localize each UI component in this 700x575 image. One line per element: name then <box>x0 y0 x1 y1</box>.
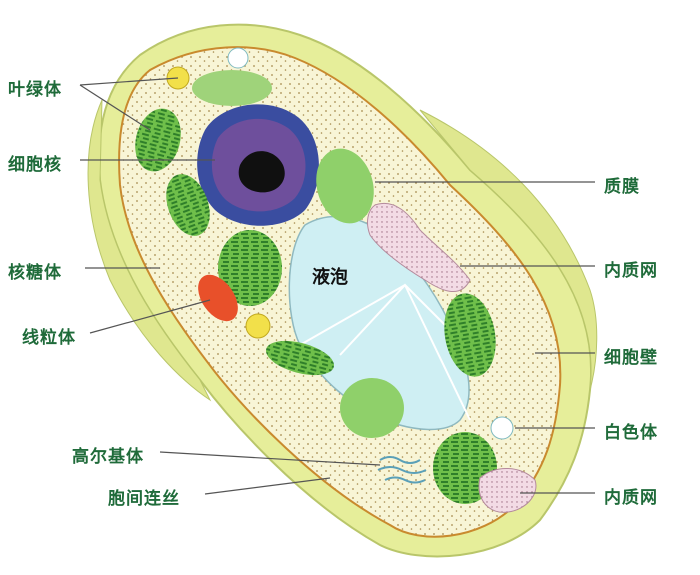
nucleolus <box>238 151 285 193</box>
label-er-upper: 内质网 <box>604 261 658 281</box>
chloroplast <box>265 340 335 376</box>
label-plasmodesmata: 胞间连丝 <box>108 489 180 509</box>
label-golgi: 高尔基体 <box>72 447 144 467</box>
label-vacuole: 液泡 <box>312 267 348 288</box>
label-nucleus: 细胞核 <box>8 155 62 175</box>
label-chloroplast: 叶绿体 <box>8 80 62 100</box>
chloroplast <box>444 293 496 377</box>
chloroplast <box>135 108 181 172</box>
label-leucoplast: 白色体 <box>604 423 658 443</box>
vacuole-facets <box>299 283 471 421</box>
er-lower <box>478 468 537 513</box>
chloroplast <box>192 70 272 106</box>
small-organelle <box>227 47 249 69</box>
small-organelle <box>245 313 271 339</box>
leader-lines <box>79 77 595 495</box>
label-cell-wall: 细胞壁 <box>604 348 658 368</box>
label-cell-membrane: 质膜 <box>604 177 640 197</box>
adjacent-cell-left <box>87 99 212 402</box>
chloroplast <box>316 148 374 224</box>
adjacent-cell-right <box>419 109 598 391</box>
label-er-lower: 内质网 <box>604 488 658 508</box>
golgi <box>377 456 427 484</box>
er-upper <box>367 202 471 292</box>
leucoplast-shape <box>490 416 514 440</box>
chloroplast <box>166 174 210 236</box>
mitochondrion <box>198 274 238 322</box>
label-mitochondrion: 线粒体 <box>22 328 76 348</box>
label-ribosome: 核糖体 <box>8 263 62 283</box>
chloroplast <box>218 230 282 306</box>
chloroplast <box>340 378 404 438</box>
nucleus <box>197 104 319 226</box>
